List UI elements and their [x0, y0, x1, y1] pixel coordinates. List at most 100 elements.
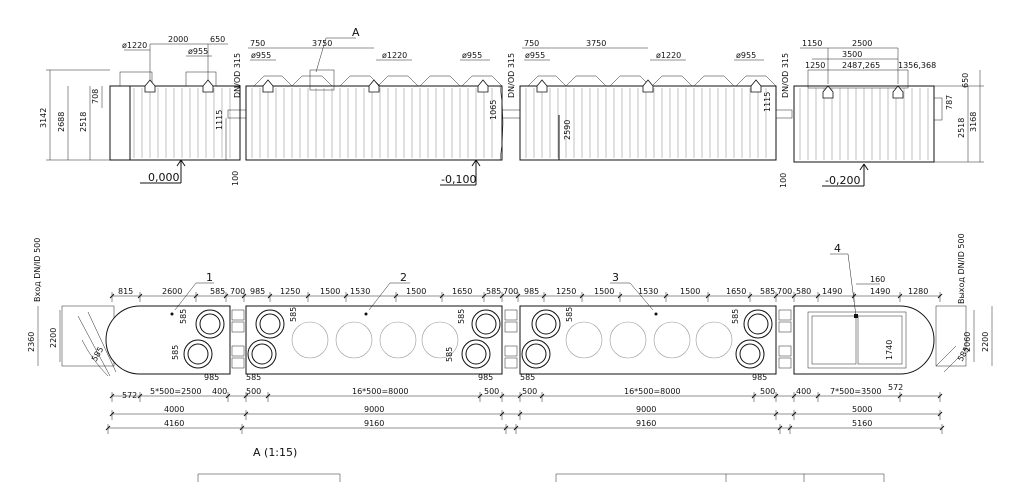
connector-3-4 — [778, 309, 792, 369]
svg-text:400: 400 — [796, 387, 811, 396]
svg-text:650: 650 — [961, 73, 970, 88]
svg-text:3750: 3750 — [312, 39, 332, 48]
plan-top-dims: 815 2600 585 700 985 1250 1500 1530 1500… — [109, 275, 943, 302]
svg-text:160: 160 — [870, 275, 885, 284]
callout-1: 1 — [206, 271, 213, 284]
tank-1-elevation: 0,000 — [109, 71, 247, 184]
plan-bottom-dims: 5*500=2500 400 500 16*500=8000 500 500 1… — [105, 387, 945, 434]
plan-view: Вход DN/ID 500 2360 2200 585 572 1 585 5… — [27, 233, 993, 482]
level-label: 0,000 — [148, 171, 180, 184]
svg-text:585: 585 — [486, 287, 501, 296]
callout-3: 3 — [612, 271, 619, 284]
svg-text:9160: 9160 — [364, 419, 384, 428]
table-fragment — [197, 473, 885, 482]
svg-text:700: 700 — [230, 287, 245, 296]
svg-text:985: 985 — [478, 373, 493, 382]
svg-text:585: 585 — [90, 345, 105, 363]
svg-text:2060: 2060 — [963, 332, 972, 352]
svg-text:1500: 1500 — [320, 287, 340, 296]
svg-text:9000: 9000 — [364, 405, 384, 414]
svg-text:Выход DN/ID 500: Выход DN/ID 500 — [957, 233, 966, 304]
svg-text:Вход DN/ID 500: Вход DN/ID 500 — [33, 238, 42, 302]
outlet-pipe: 585 Выход DN/ID 500 2060 2200 — [935, 233, 993, 373]
manhole-icon — [536, 79, 548, 93]
svg-text:787: 787 — [945, 95, 954, 110]
svg-text:585: 585 — [565, 307, 574, 322]
svg-text:2500: 2500 — [852, 39, 872, 48]
manhole-icon — [642, 79, 654, 93]
svg-text:3168: 3168 — [969, 112, 978, 132]
tank-4-plan: 4 1740 572 — [793, 242, 935, 392]
svg-text:1115: 1115 — [215, 110, 224, 130]
tank-3-elevation — [501, 75, 793, 161]
svg-text:585: 585 — [171, 345, 180, 360]
svg-text:1490: 1490 — [870, 287, 890, 296]
svg-text:700: 700 — [777, 287, 792, 296]
svg-text:5160: 5160 — [852, 419, 872, 428]
tank-3-plan: 3 585 585 985 585 — [519, 271, 777, 382]
svg-text:4160: 4160 — [164, 419, 184, 428]
manhole-icon — [892, 85, 904, 99]
svg-text:500: 500 — [246, 387, 261, 396]
svg-text:DN/OD 315: DN/OD 315 — [233, 53, 242, 98]
svg-text:700: 700 — [503, 287, 518, 296]
manhole-icon — [262, 79, 274, 93]
svg-text:2518: 2518 — [79, 112, 88, 132]
svg-text:ø955: ø955 — [462, 51, 482, 60]
svg-text:585: 585 — [520, 373, 535, 382]
level-label: -0,200 — [825, 174, 860, 187]
svg-text:708: 708 — [91, 89, 100, 104]
svg-text:1250: 1250 — [280, 287, 300, 296]
callout-4: 4 — [834, 242, 841, 255]
svg-text:585: 585 — [289, 307, 298, 322]
svg-text:2600: 2600 — [162, 287, 182, 296]
svg-text:500: 500 — [760, 387, 775, 396]
svg-text:100: 100 — [231, 171, 240, 186]
svg-text:500: 500 — [484, 387, 499, 396]
svg-text:572: 572 — [888, 383, 903, 392]
svg-text:572: 572 — [122, 391, 137, 400]
manhole-icon — [750, 79, 762, 93]
svg-text:7*500=3500: 7*500=3500 — [830, 387, 881, 396]
svg-text:1530: 1530 — [638, 287, 658, 296]
level-label: -0,100 — [441, 173, 476, 186]
svg-text:2200: 2200 — [981, 332, 990, 352]
svg-text:9160: 9160 — [636, 419, 656, 428]
svg-text:985: 985 — [250, 287, 265, 296]
manhole-icon — [144, 79, 156, 93]
elevation-dimensions: ø1220 2000 650 ø955 750 3750 ø955 ø1220 … — [122, 26, 936, 84]
connector-1-2 — [231, 309, 245, 369]
svg-text:3500: 3500 — [842, 50, 862, 59]
svg-text:ø955: ø955 — [188, 47, 208, 56]
svg-text:ø1220: ø1220 — [122, 41, 147, 50]
svg-text:ø955: ø955 — [736, 51, 756, 60]
tank-2-elevation: -0,100 — [245, 69, 504, 186]
svg-text:985: 985 — [204, 373, 219, 382]
svg-text:585: 585 — [210, 287, 225, 296]
svg-text:ø1220: ø1220 — [382, 51, 407, 60]
svg-text:3142: 3142 — [39, 108, 48, 128]
svg-text:585: 585 — [246, 373, 261, 382]
svg-text:2518: 2518 — [957, 118, 966, 138]
svg-text:ø1220: ø1220 — [656, 51, 681, 60]
svg-text:5*500=2500: 5*500=2500 — [150, 387, 201, 396]
svg-text:1500: 1500 — [680, 287, 700, 296]
svg-text:9000: 9000 — [636, 405, 656, 414]
manhole-icon — [368, 79, 380, 93]
svg-text:585: 585 — [457, 309, 466, 324]
callout-2: 2 — [400, 271, 407, 284]
svg-text:985: 985 — [524, 287, 539, 296]
svg-text:1650: 1650 — [726, 287, 746, 296]
svg-text:2487,265: 2487,265 — [842, 61, 880, 70]
svg-text:1150: 1150 — [802, 39, 822, 48]
svg-text:585: 585 — [179, 309, 188, 324]
svg-text:1356,368: 1356,368 — [898, 61, 936, 70]
svg-text:1500: 1500 — [406, 287, 426, 296]
svg-text:DN/OD 315: DN/OD 315 — [781, 53, 790, 98]
svg-text:585: 585 — [760, 287, 775, 296]
manhole-icon — [477, 79, 489, 93]
tank-2-plan: 2 585 585 585 985 585 — [245, 271, 503, 382]
svg-text:650: 650 — [210, 35, 225, 44]
callout-a: A — [352, 26, 360, 39]
